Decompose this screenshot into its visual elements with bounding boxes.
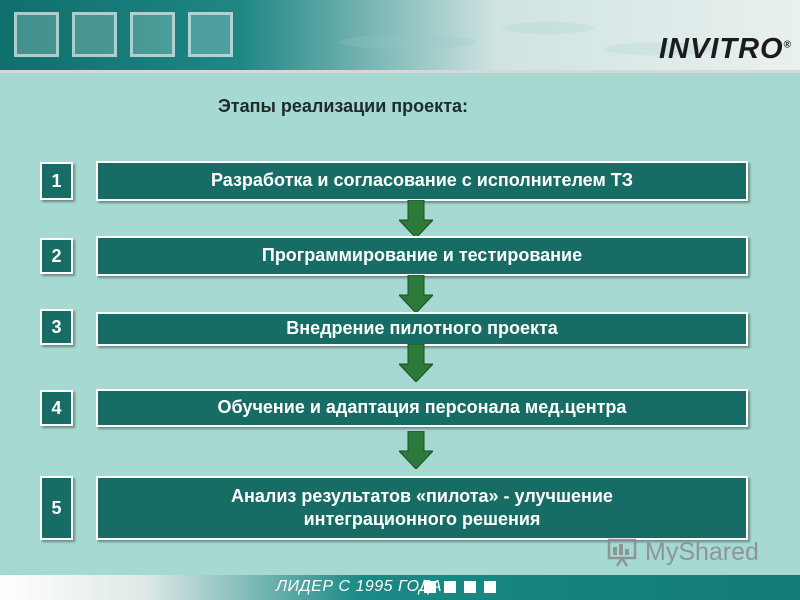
slide-title: Этапы реализации проекта: [218, 96, 469, 116]
step-3-box: Внедрение пилотного проекта [96, 312, 748, 346]
footer-square-decoration [424, 581, 436, 593]
step-5-number: 5 [40, 476, 73, 540]
header-background-image [240, 0, 800, 70]
footer-slogan: ЛИДЕР С 1995 ГОДА [276, 578, 443, 595]
step-2-box: Программирование и тестирование [96, 236, 748, 276]
header-square-decoration [72, 12, 117, 57]
invitro-logo: INVITRO® [659, 33, 792, 65]
arrow-down-icon [399, 344, 433, 382]
arrow-down-icon [399, 200, 433, 238]
step-4-box: Обучение и адаптация персонала мед.центр… [96, 389, 748, 427]
myshared-watermark: MyShared [607, 537, 759, 567]
step-1-number: 1 [40, 162, 73, 200]
projector-screen-icon [607, 538, 637, 567]
step-3-number: 3 [40, 309, 73, 345]
footer-square-decoration [464, 581, 476, 593]
watermark-text: MyShared [645, 537, 759, 566]
footer-square-decoration [484, 581, 496, 593]
footer-bar [0, 575, 800, 600]
step-4-number: 4 [40, 390, 73, 426]
step-2-number: 2 [40, 238, 73, 274]
header-bar: INVITRO® [0, 0, 800, 70]
header-square-decoration [14, 12, 59, 57]
step-5-box: Анализ результатов «пилота» - улучшение … [96, 476, 748, 540]
step-1-box: Разработка и согласование с исполнителем… [96, 161, 748, 201]
footer-square-decoration [444, 581, 456, 593]
arrow-down-icon [399, 431, 433, 469]
header-square-decoration [130, 12, 175, 57]
arrow-down-icon [399, 275, 433, 313]
header-square-decoration [188, 12, 233, 57]
